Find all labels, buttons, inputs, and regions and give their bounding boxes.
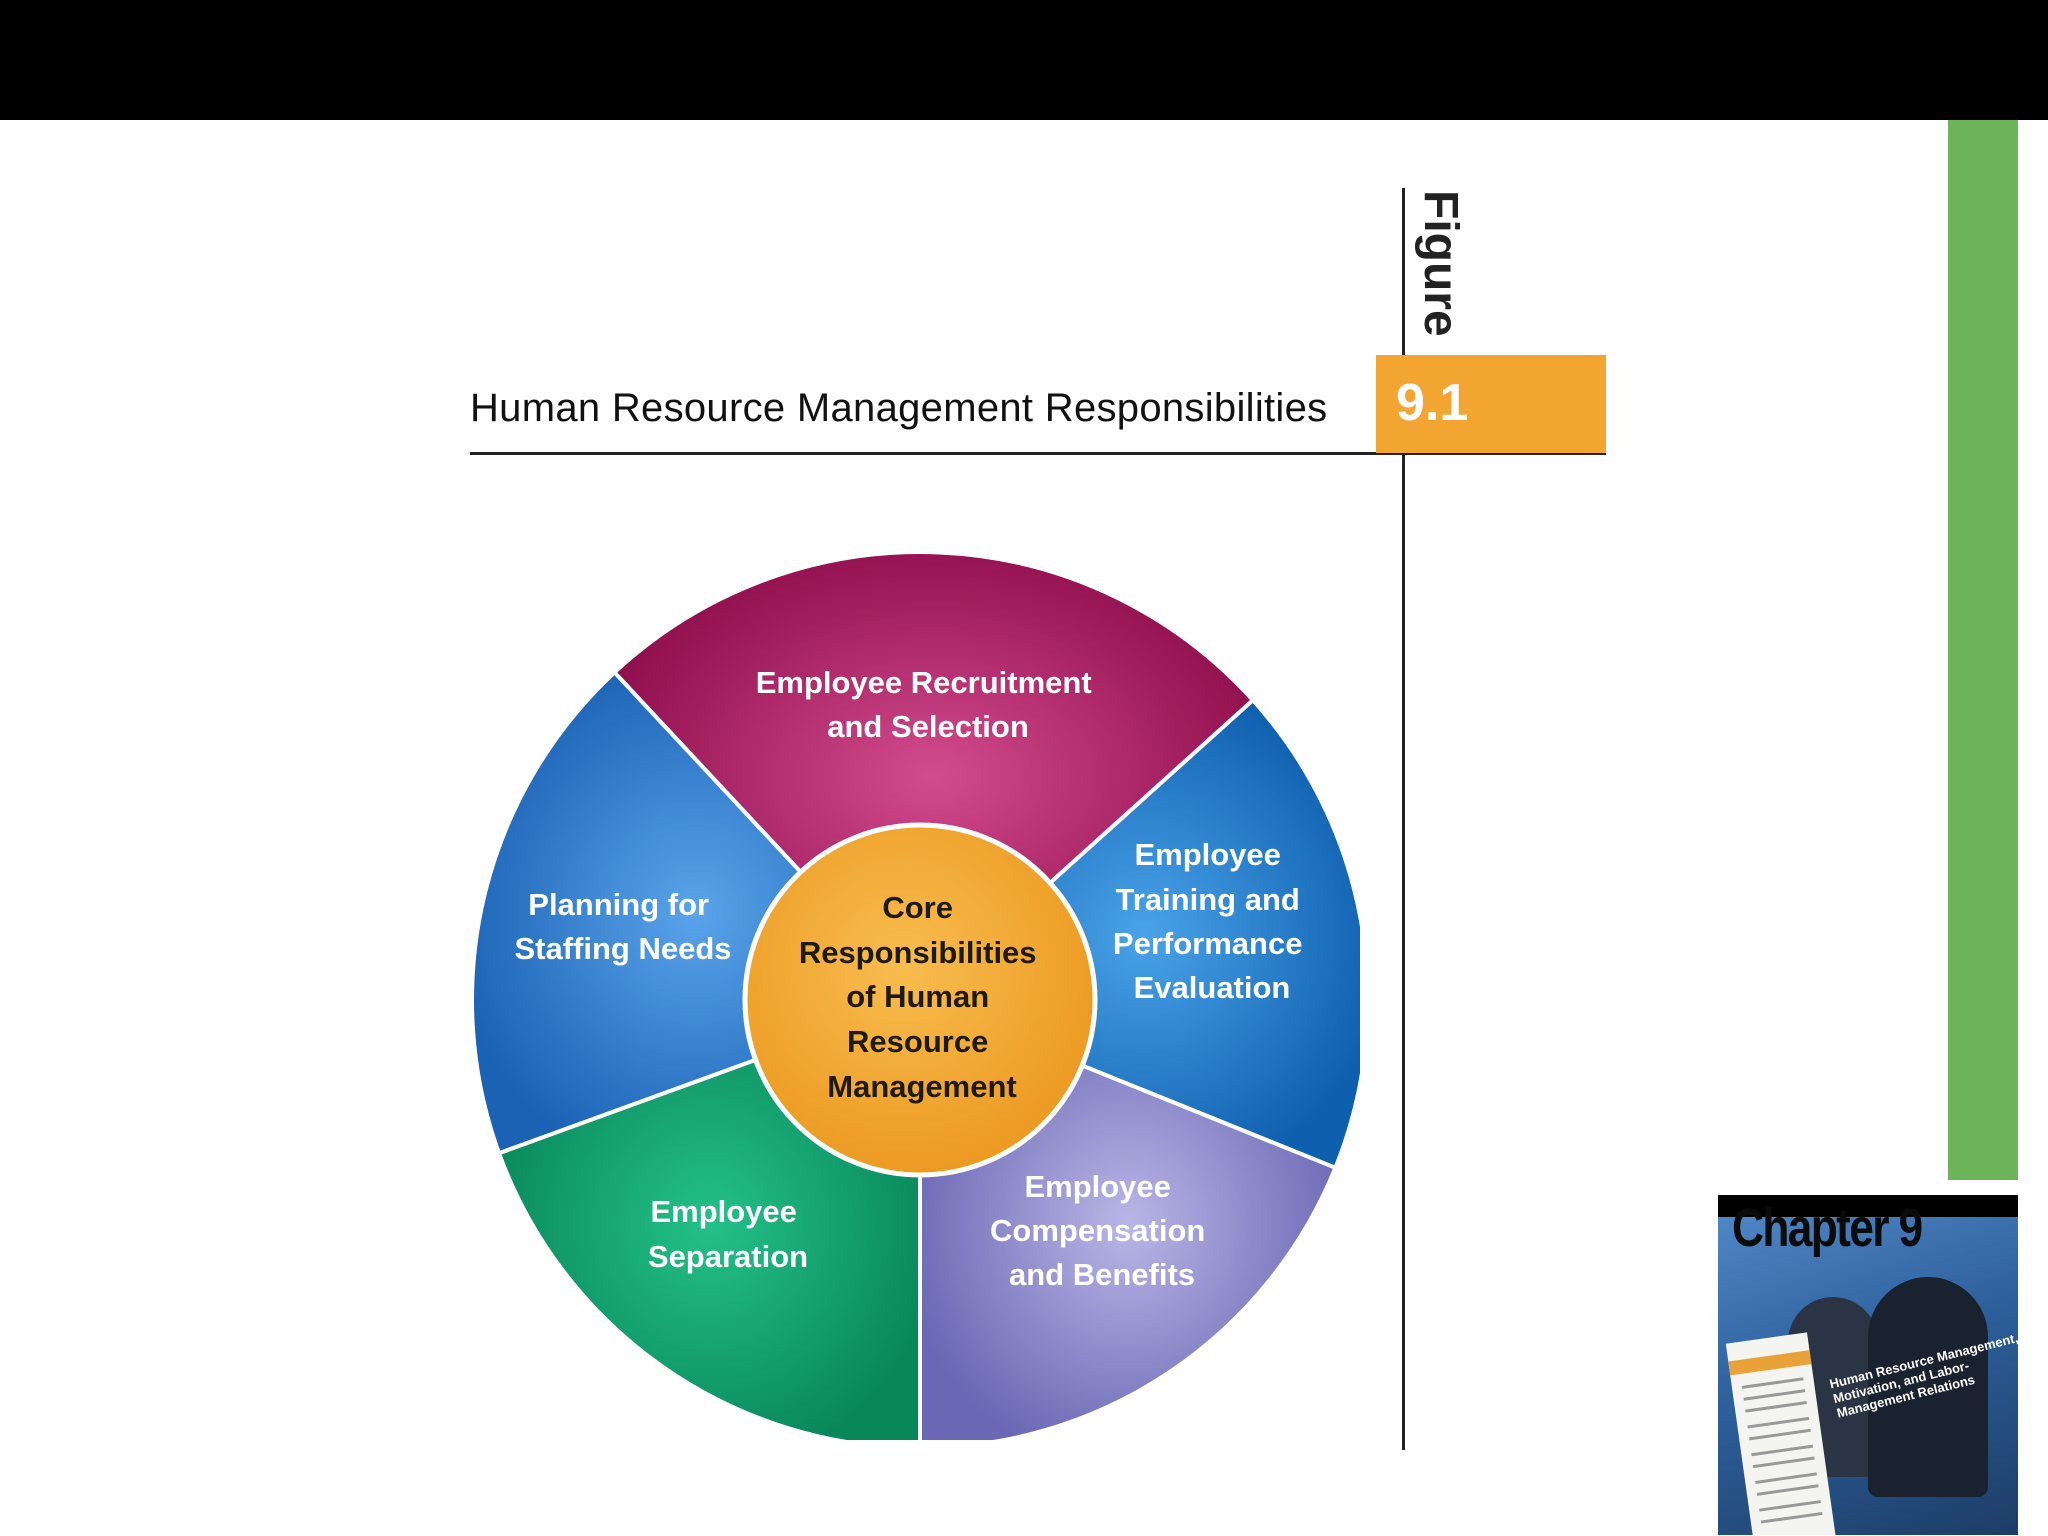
thumbnail-page-tab bbox=[1728, 1350, 1811, 1375]
thumbnail-photo: Human Resource Management, Motivation, a… bbox=[1718, 1217, 2018, 1535]
thumbnail-title: Chapter 9 bbox=[1732, 1197, 1921, 1259]
green-side-bar bbox=[1948, 120, 2018, 1180]
figure-number-box: 9.1 bbox=[1376, 355, 1606, 453]
slide-title: Human Resource Management Responsibiliti… bbox=[470, 386, 1327, 431]
figure-label: Figure bbox=[1408, 190, 1468, 310]
responsibilities-wheel: Employee Recruitment and Selection Emplo… bbox=[460, 540, 1360, 1440]
top-bar bbox=[0, 0, 2048, 120]
chapter-thumbnail: Human Resource Management, Motivation, a… bbox=[1718, 1195, 2018, 1535]
figure-number: 9.1 bbox=[1396, 373, 1468, 433]
